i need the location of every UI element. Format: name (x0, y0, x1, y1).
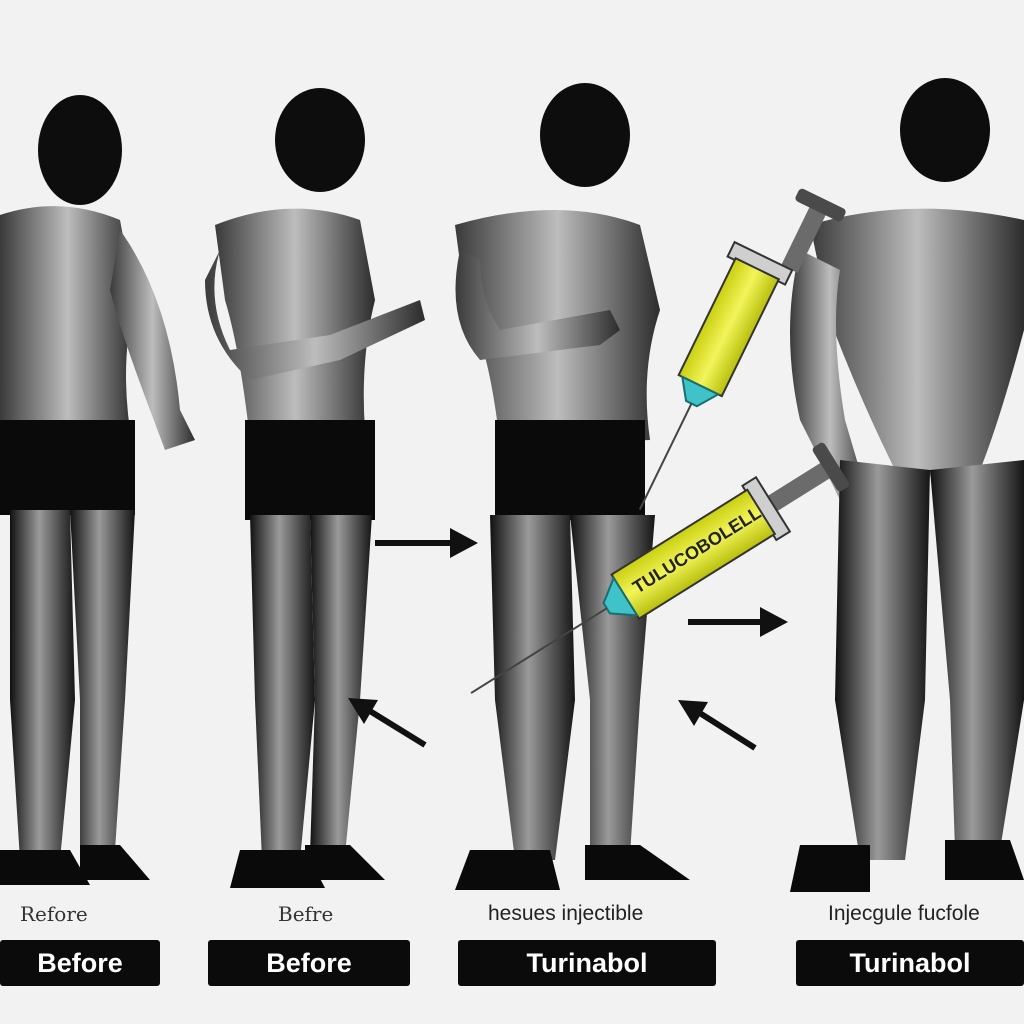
arrow-up-left-1 (348, 698, 427, 748)
label-panel-3: Turinabol (458, 940, 716, 986)
label-panel-4-text: Turinabol (849, 947, 971, 978)
arrow-up-left-2 (678, 700, 757, 751)
syringe-lower (470, 442, 850, 694)
figure-after (790, 78, 1024, 892)
figure-before-1 (0, 95, 195, 885)
label-panel-3-text: Turinabol (526, 947, 648, 978)
label-panel-4: Turinabol (796, 940, 1024, 986)
label-panel-2-text: Before (266, 947, 352, 978)
label-panel-2: Before (208, 940, 410, 986)
figure-injection (455, 83, 690, 890)
figure-before-2 (205, 88, 425, 888)
label-panel-1-text: Before (37, 947, 123, 978)
caption-panel-1: Refore (20, 902, 88, 926)
arrow-right-2 (688, 607, 788, 637)
caption-panel-2: Befre (278, 902, 334, 926)
caption-panel-4: Injecgule fucfole (828, 902, 980, 925)
label-panel-1: Before (0, 940, 160, 986)
syringe-upper (638, 188, 846, 511)
arrow-right-1 (375, 528, 478, 558)
caption-panel-3: hesues injectible (488, 902, 644, 925)
